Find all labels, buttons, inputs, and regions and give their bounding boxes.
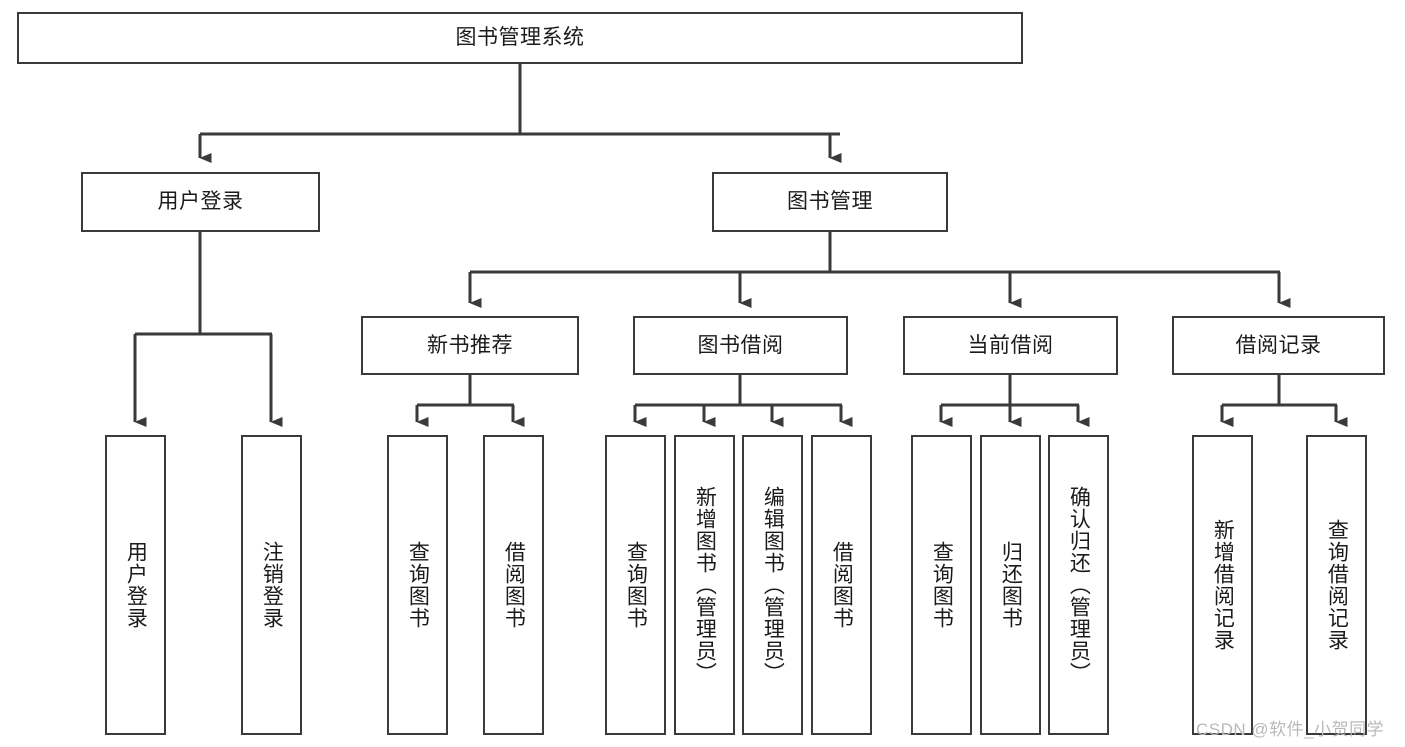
- leaf-query-record[interactable]: 查询借阅记录: [1306, 435, 1367, 735]
- leaf-query-book-2-label: 查询图书: [624, 541, 648, 629]
- leaf-confirm-return-label: 确认归还（管理员）: [1067, 486, 1091, 684]
- leaf-query-book-1-label: 查询图书: [406, 541, 430, 629]
- leaf-add-record-label: 新增借阅记录: [1211, 519, 1235, 651]
- leaf-add-record[interactable]: 新增借阅记录: [1192, 435, 1253, 735]
- node-borrow-record[interactable]: 借阅记录: [1172, 316, 1385, 375]
- leaf-return-book[interactable]: 归还图书: [980, 435, 1041, 735]
- leaf-borrow-book-2-label: 借阅图书: [830, 541, 854, 629]
- node-root[interactable]: 图书管理系统: [17, 12, 1023, 64]
- leaf-borrow-book-2[interactable]: 借阅图书: [811, 435, 872, 735]
- leaf-edit-book[interactable]: 编辑图书（管理员）: [742, 435, 803, 735]
- node-new-book-recommend[interactable]: 新书推荐: [361, 316, 579, 375]
- leaf-query-book-1[interactable]: 查询图书: [387, 435, 448, 735]
- node-book-borrow-label: 图书借阅: [697, 333, 784, 357]
- node-root-label: 图书管理系统: [455, 26, 585, 50]
- leaf-edit-book-label: 编辑图书（管理员）: [761, 486, 785, 684]
- leaf-query-book-3-label: 查询图书: [930, 541, 954, 629]
- node-user-login[interactable]: 用户登录: [81, 172, 320, 232]
- leaf-borrow-book-1[interactable]: 借阅图书: [483, 435, 544, 735]
- leaf-user-login-label: 用户登录: [124, 541, 148, 629]
- node-book-management[interactable]: 图书管理: [712, 172, 948, 232]
- leaf-confirm-return[interactable]: 确认归还（管理员）: [1048, 435, 1109, 735]
- node-current-borrow[interactable]: 当前借阅: [903, 316, 1118, 375]
- leaf-borrow-book-1-label: 借阅图书: [502, 541, 526, 629]
- node-current-borrow-label: 当前借阅: [967, 333, 1054, 357]
- leaf-logout-login-label: 注销登录: [260, 541, 284, 629]
- leaf-logout-login[interactable]: 注销登录: [241, 435, 302, 735]
- leaf-user-login[interactable]: 用户登录: [105, 435, 166, 735]
- node-user-login-label: 用户登录: [157, 190, 244, 214]
- leaf-query-book-3[interactable]: 查询图书: [911, 435, 972, 735]
- csdn-watermark: CSDN @软件_小贺同学: [1196, 720, 1385, 739]
- leaf-add-book[interactable]: 新增图书（管理员）: [674, 435, 735, 735]
- node-book-management-label: 图书管理: [787, 190, 873, 214]
- node-book-borrow[interactable]: 图书借阅: [633, 316, 848, 375]
- leaf-add-book-label: 新增图书（管理员）: [693, 486, 717, 684]
- leaf-query-book-2[interactable]: 查询图书: [605, 435, 666, 735]
- node-new-book-recommend-label: 新书推荐: [427, 333, 513, 357]
- leaf-return-book-label: 归还图书: [999, 541, 1023, 629]
- node-borrow-record-label: 借阅记录: [1235, 333, 1322, 357]
- leaf-query-record-label: 查询借阅记录: [1325, 519, 1349, 651]
